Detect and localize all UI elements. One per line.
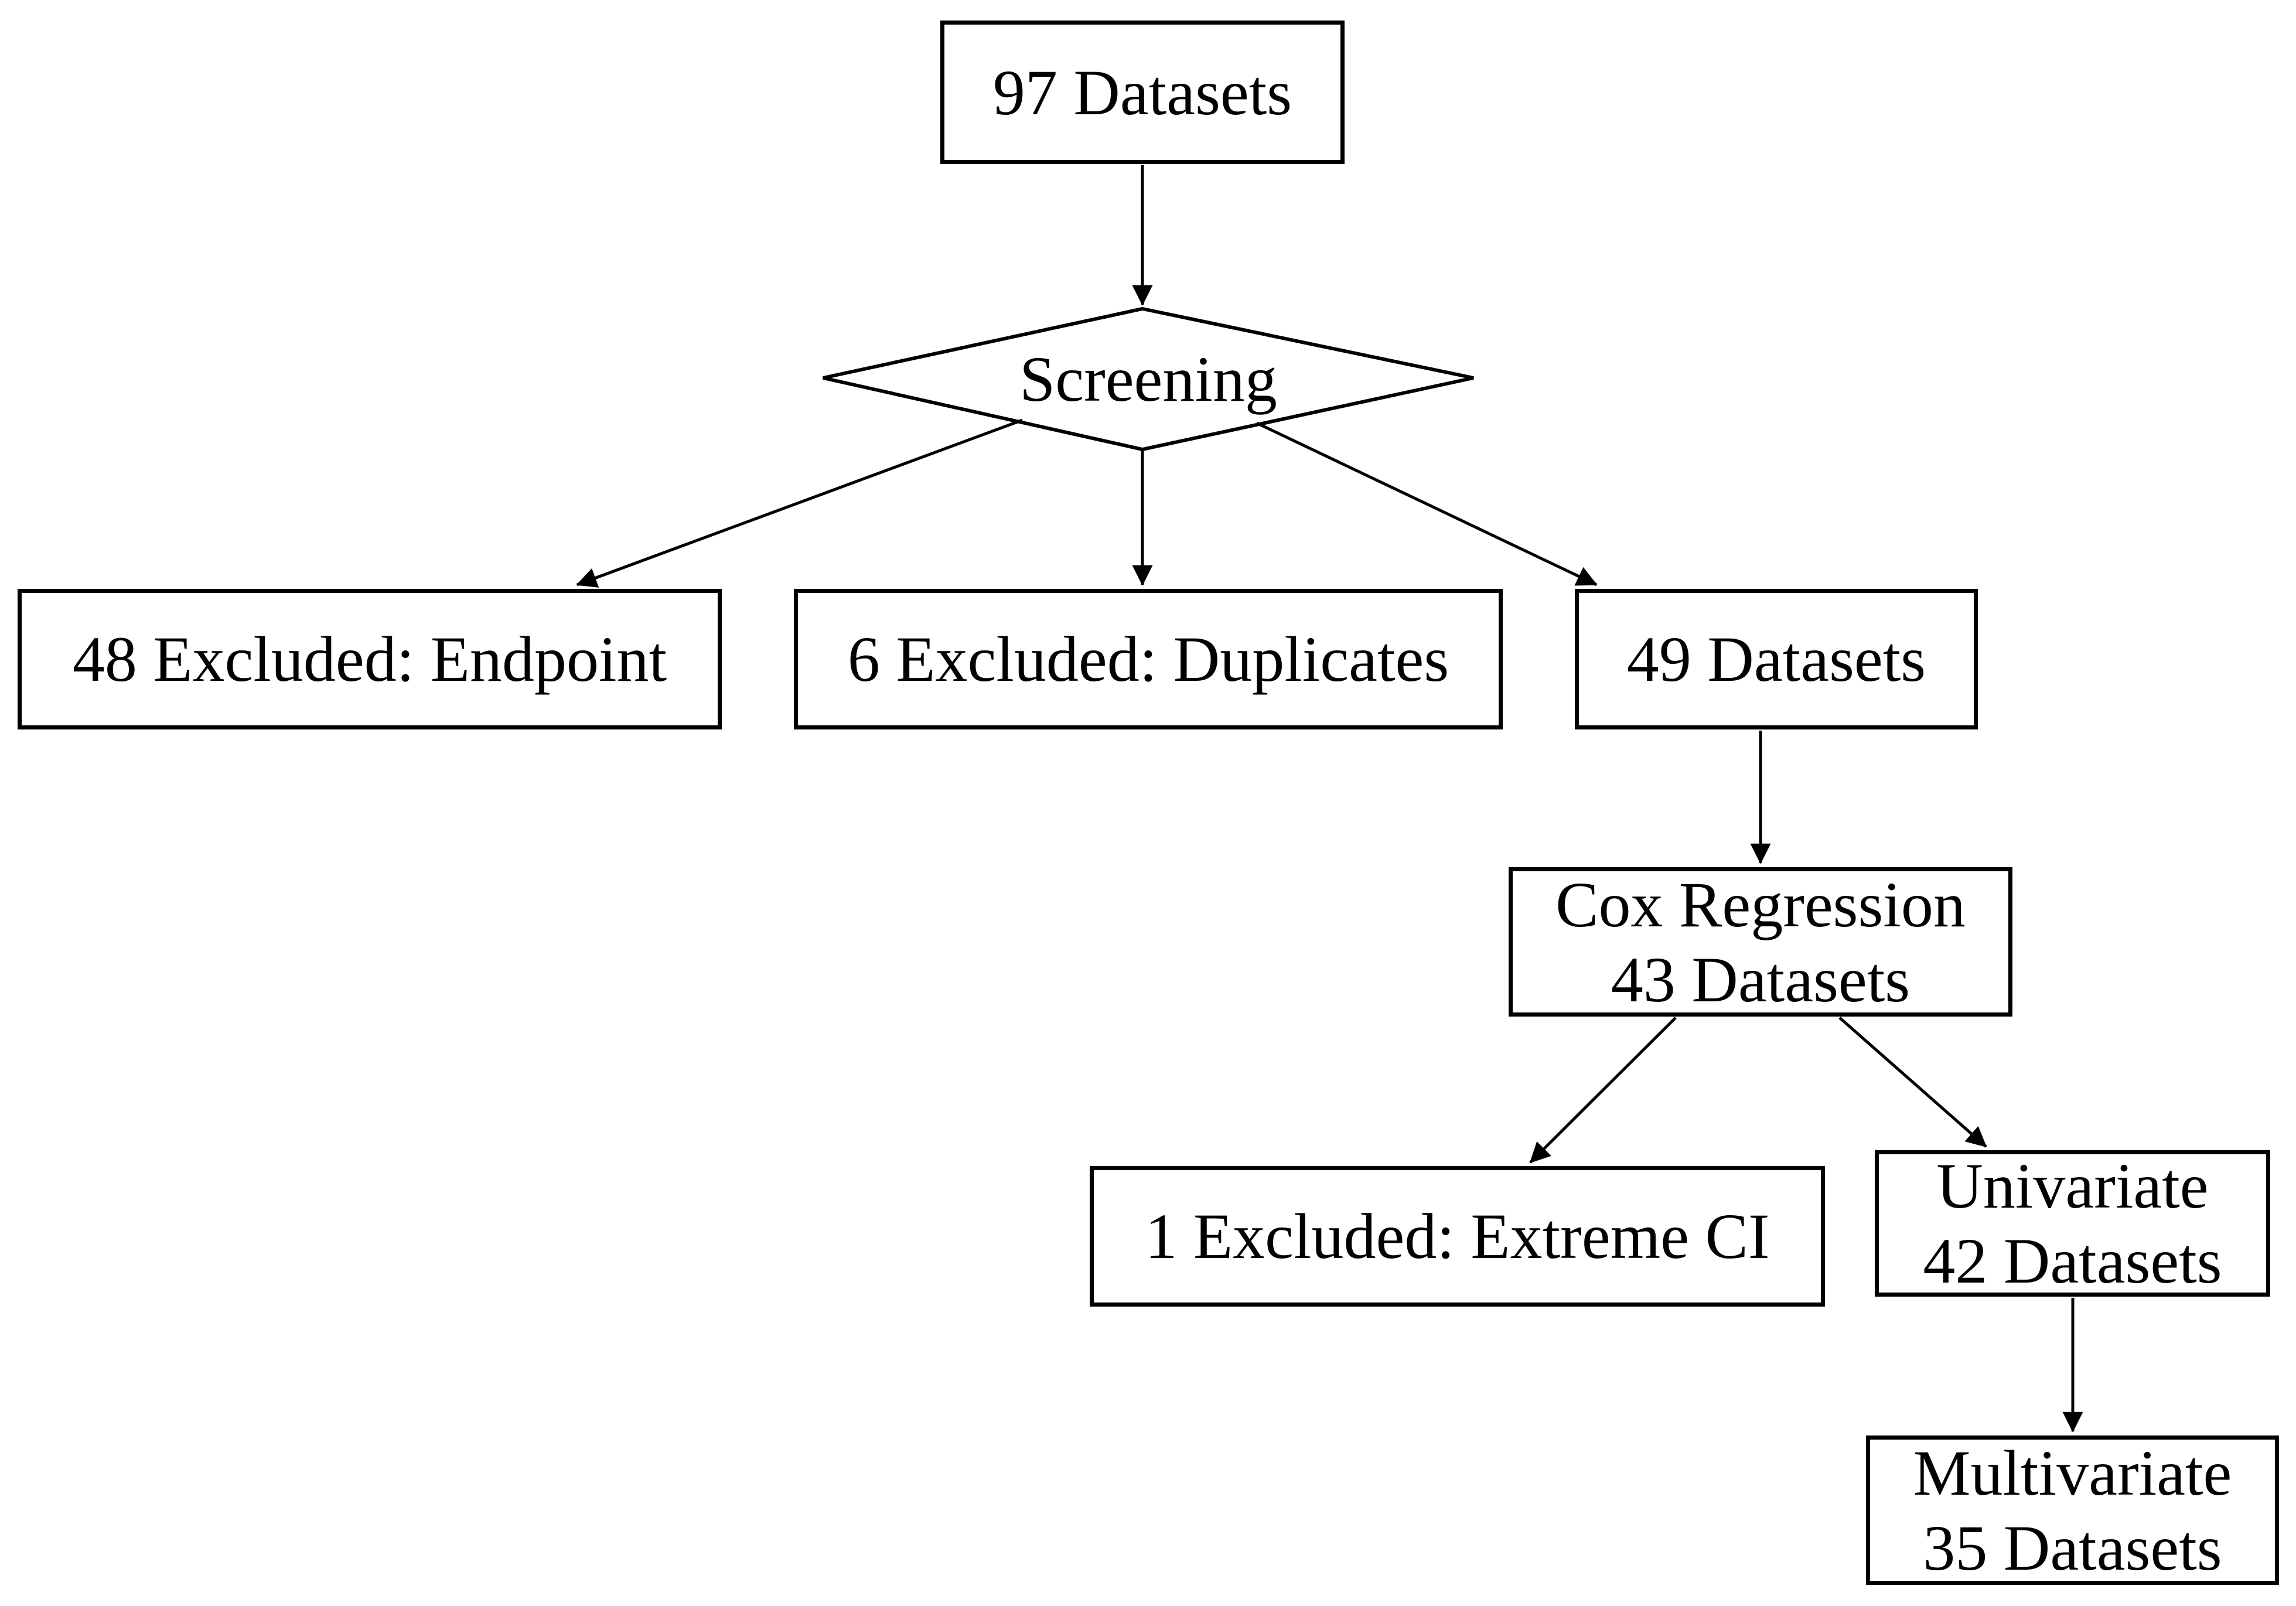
node-6-excluded-duplicates-label: 6 Excluded: Duplicates	[847, 623, 1449, 695]
node-screening-label: Screening	[823, 309, 1473, 449]
node-multivariate-label-line1: Multivariate	[1913, 1437, 2232, 1509]
node-univariate: Univariate 42 Datasets	[1875, 1150, 2270, 1297]
node-univariate-label-line2: 42 Datasets	[1923, 1225, 2222, 1297]
node-97-datasets: 97 Datasets	[940, 21, 1345, 164]
node-1-excluded-extreme-ci: 1 Excluded: Extreme CI	[1090, 1166, 1825, 1307]
node-cox-regression-label-line1: Cox Regression	[1555, 868, 1966, 940]
node-6-excluded-duplicates: 6 Excluded: Duplicates	[794, 589, 1503, 729]
node-48-excluded-endpoint-label: 48 Excluded: Endpoint	[72, 623, 667, 695]
edge-screening-to-excluded-endpoint-arrow	[576, 418, 1023, 588]
node-univariate-label-line1: Univariate	[1936, 1150, 2209, 1222]
edge-screening-to-49-datasets-arrow	[1256, 421, 1598, 587]
node-48-excluded-endpoint: 48 Excluded: Endpoint	[18, 589, 722, 729]
node-cox-regression: Cox Regression 43 Datasets	[1509, 867, 2012, 1017]
node-1-excluded-extreme-ci-label: 1 Excluded: Extreme CI	[1145, 1201, 1770, 1272]
screening-label-text: Screening	[1019, 343, 1277, 415]
node-97-datasets-label: 97 Datasets	[992, 56, 1292, 128]
edge-cox-to-univariate-arrow	[1838, 1017, 1987, 1148]
node-multivariate-label-line2: 35 Datasets	[1923, 1512, 2222, 1584]
node-49-datasets-label: 49 Datasets	[1626, 623, 1926, 695]
node-49-datasets: 49 Datasets	[1575, 589, 1978, 729]
node-multivariate: Multivariate 35 Datasets	[1866, 1435, 2279, 1585]
node-cox-regression-label-line2: 43 Datasets	[1611, 943, 1911, 1015]
edge-cox-to-excluded-extreme-ci-arrow	[1529, 1017, 1677, 1164]
